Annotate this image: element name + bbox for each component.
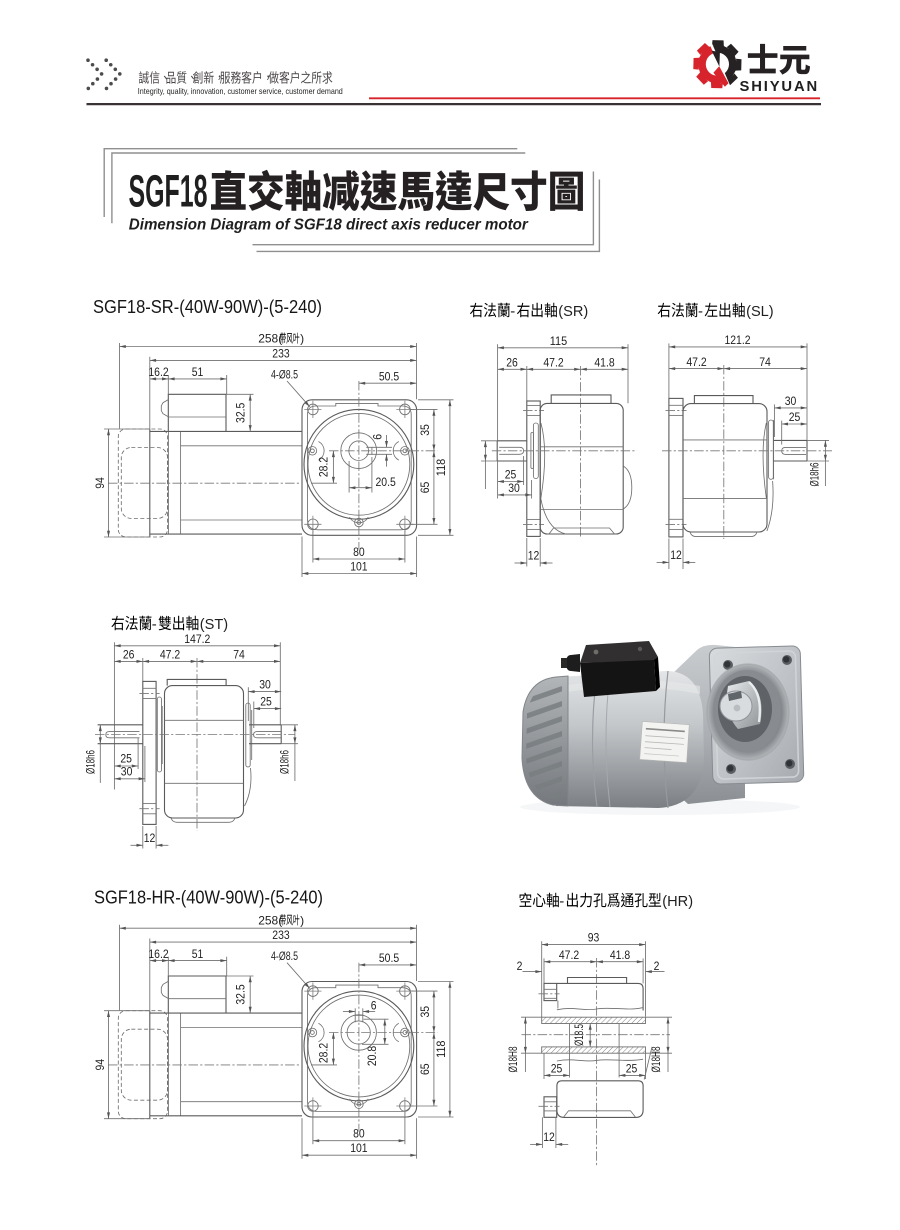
svg-text:30: 30	[508, 481, 520, 495]
svg-text:(HR): (HR)	[662, 894, 693, 910]
svg-text:12: 12	[670, 548, 682, 562]
svg-text:50.5: 50.5	[379, 370, 400, 384]
svg-text:SGF18-HR-(40W-90W)-(5-240): SGF18-HR-(40W-90W)-(5-240)	[94, 888, 323, 908]
svg-text:47.2: 47.2	[543, 355, 564, 369]
svg-text:32.5: 32.5	[233, 984, 247, 1005]
svg-text:26: 26	[123, 647, 135, 661]
svg-text:118: 118	[434, 459, 448, 477]
svg-text:26: 26	[506, 355, 518, 369]
svg-text:SGF18-SR-(40W-90W)-(5-240): SGF18-SR-(40W-90W)-(5-240)	[93, 297, 322, 317]
svg-text:4-Ø8.5: 4-Ø8.5	[271, 367, 298, 381]
svg-text:Ø18.5: Ø18.5	[572, 1024, 586, 1046]
svg-text:12: 12	[144, 831, 156, 845]
svg-text:20.8: 20.8	[365, 1046, 379, 1067]
svg-text:115: 115	[550, 334, 568, 348]
svg-text:25: 25	[789, 410, 801, 424]
svg-text:20.5: 20.5	[376, 475, 397, 489]
svg-text:32.5: 32.5	[233, 402, 247, 423]
svg-text:16.2: 16.2	[148, 365, 169, 379]
svg-text:233: 233	[272, 928, 290, 942]
svg-text:101: 101	[350, 1141, 368, 1155]
svg-text:121.2: 121.2	[724, 333, 750, 347]
svg-text:80: 80	[353, 545, 365, 559]
svg-text:-: -	[698, 303, 703, 320]
svg-text:30: 30	[259, 678, 271, 692]
svg-text:Ø18H8: Ø18H8	[649, 1046, 663, 1072]
svg-text:): )	[300, 332, 304, 346]
svg-text:6: 6	[371, 998, 377, 1012]
svg-text:(ST): (ST)	[200, 617, 228, 633]
svg-text:-: -	[559, 893, 564, 910]
svg-text:12: 12	[528, 549, 540, 563]
svg-text:2: 2	[654, 959, 660, 973]
svg-text:25: 25	[505, 468, 517, 482]
svg-text:74: 74	[759, 355, 771, 369]
svg-text:6: 6	[371, 434, 385, 440]
svg-text:147.2: 147.2	[184, 632, 210, 646]
svg-text:118: 118	[434, 1040, 448, 1058]
svg-text:-: -	[510, 303, 515, 320]
svg-text:41.8: 41.8	[594, 355, 615, 369]
svg-text:258(: 258(	[258, 332, 282, 346]
svg-text:25: 25	[260, 695, 272, 709]
svg-text:233: 233	[272, 346, 290, 360]
svg-text:28.2: 28.2	[317, 1043, 331, 1064]
svg-text:35: 35	[418, 1006, 432, 1018]
svg-text:Integrity, quality, innovation: Integrity, quality, innovation, customer…	[138, 87, 343, 96]
svg-text:28.2: 28.2	[317, 457, 331, 478]
svg-text:47.2: 47.2	[160, 647, 181, 661]
svg-text:2: 2	[517, 959, 523, 973]
svg-text:Ø18H8: Ø18H8	[506, 1046, 520, 1072]
svg-text:16.2: 16.2	[148, 947, 169, 961]
svg-text:35: 35	[418, 424, 432, 436]
svg-text:65: 65	[418, 481, 432, 493]
svg-text:(SR): (SR)	[558, 304, 588, 320]
svg-text:51: 51	[192, 365, 204, 379]
svg-text:50.5: 50.5	[379, 951, 400, 965]
svg-text:SHIYUAN: SHIYUAN	[740, 79, 820, 95]
svg-text:258(: 258(	[258, 913, 282, 927]
svg-text:47.2: 47.2	[686, 355, 707, 369]
svg-text:94: 94	[93, 1059, 107, 1071]
svg-text:65: 65	[418, 1063, 432, 1075]
svg-text:Ø18h6: Ø18h6	[807, 462, 821, 486]
svg-text:94: 94	[93, 477, 107, 489]
svg-text:12: 12	[543, 1130, 555, 1144]
svg-text:101: 101	[350, 560, 368, 574]
svg-text:93: 93	[588, 931, 600, 945]
svg-text:(SL): (SL)	[746, 304, 774, 320]
svg-text:47.2: 47.2	[559, 948, 580, 962]
svg-text:80: 80	[353, 1127, 365, 1141]
svg-text:30: 30	[121, 765, 133, 779]
svg-text:74: 74	[233, 647, 245, 661]
svg-text:Dimension Diagram of SGF18 dir: Dimension Diagram of SGF18 direct axis r…	[129, 216, 529, 233]
svg-text:25: 25	[626, 1061, 638, 1075]
svg-text:25: 25	[120, 752, 132, 766]
svg-text:30: 30	[785, 394, 797, 408]
svg-text:): )	[300, 913, 304, 927]
svg-text:51: 51	[192, 947, 204, 961]
svg-text:-: -	[152, 616, 157, 633]
svg-text:4-Ø8.5: 4-Ø8.5	[271, 949, 298, 963]
svg-text:Ø18h6: Ø18h6	[278, 750, 292, 774]
svg-text:25: 25	[551, 1061, 563, 1075]
svg-text:SGF18: SGF18	[129, 165, 208, 216]
svg-text:41.8: 41.8	[610, 948, 631, 962]
svg-text:Ø18h6: Ø18h6	[84, 750, 98, 774]
